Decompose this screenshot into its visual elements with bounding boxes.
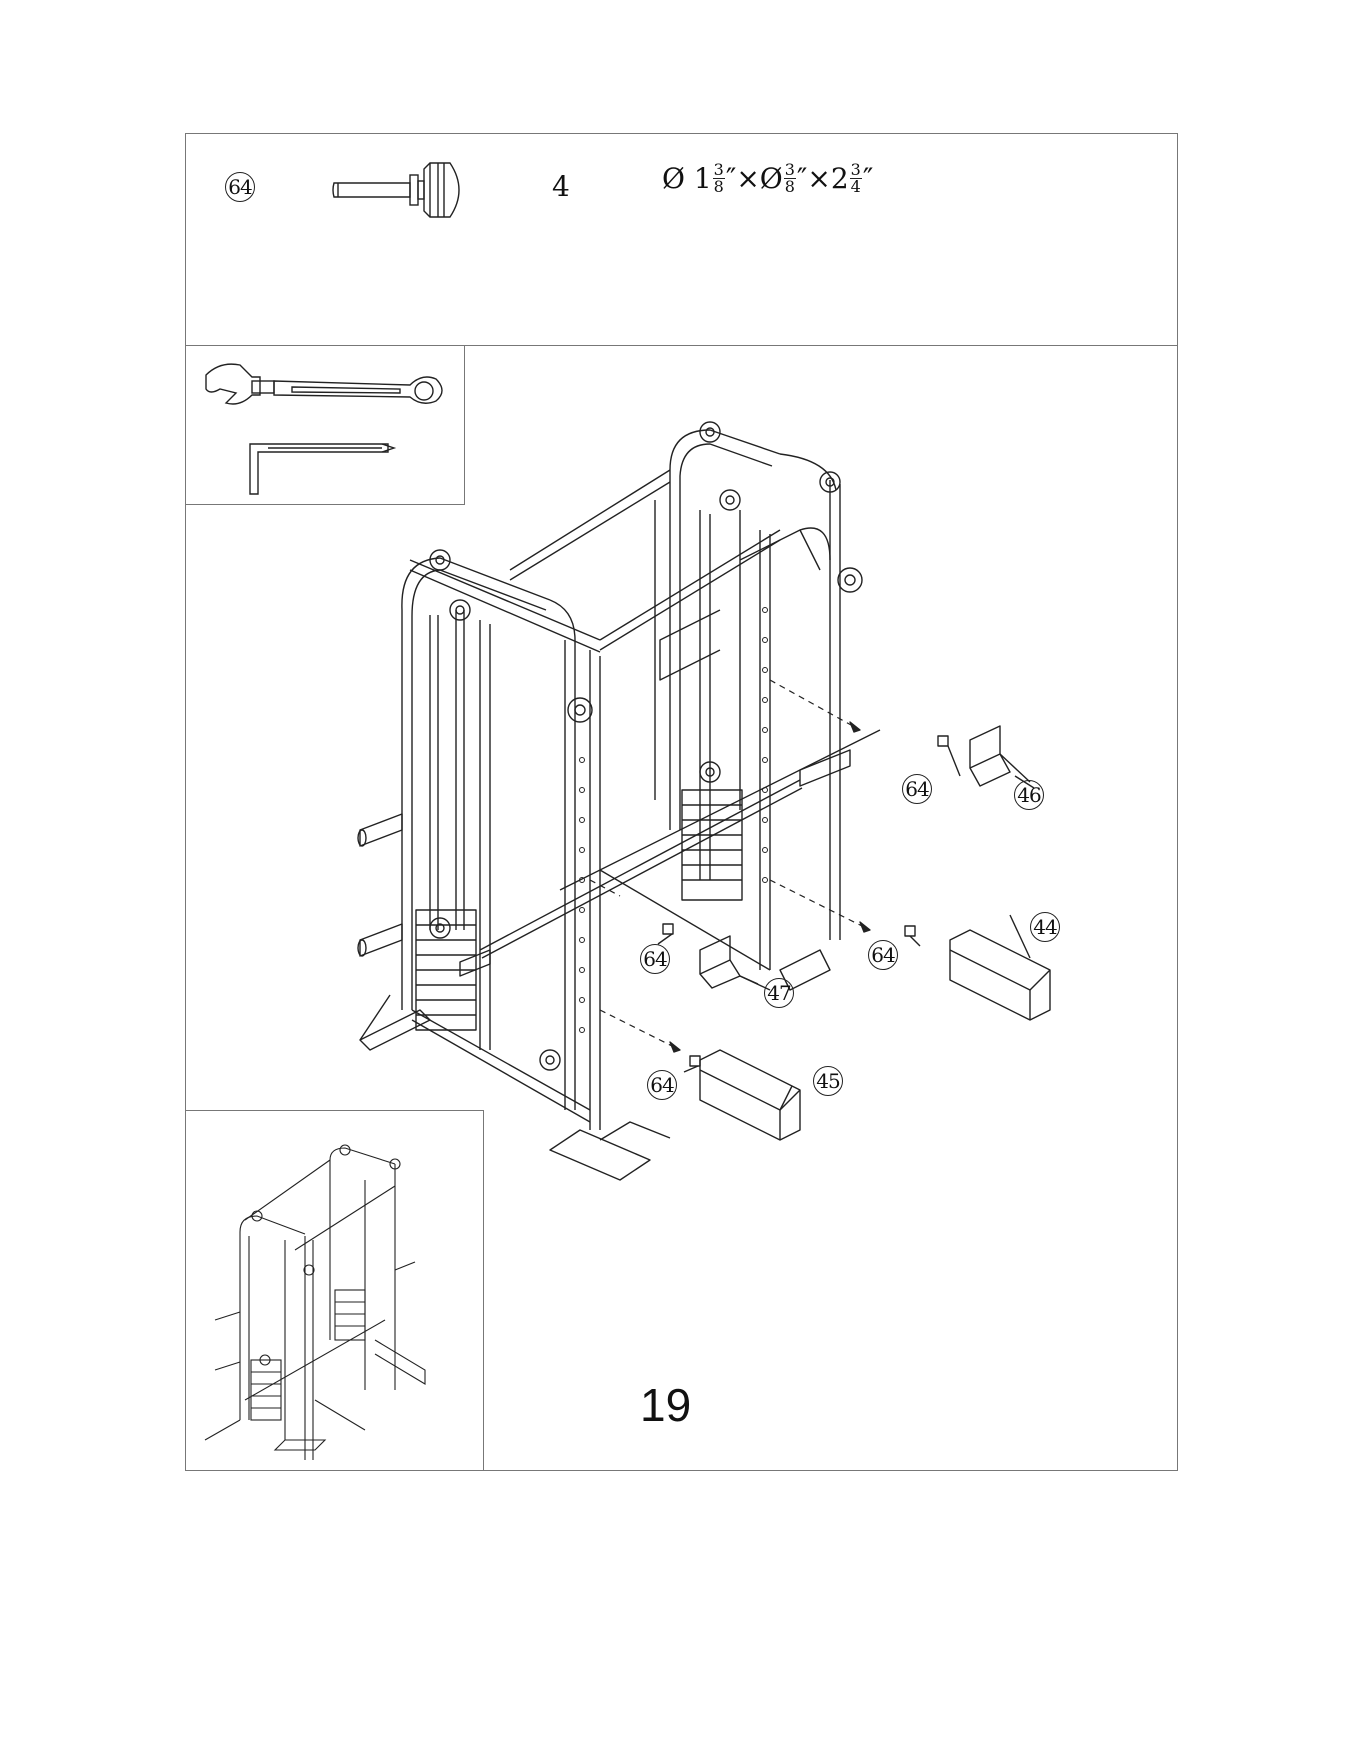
part-quantity: 4	[552, 170, 570, 203]
page-number: 19	[640, 1378, 691, 1432]
callout-64-a: 64	[902, 774, 932, 804]
dim-d1-den: 8	[714, 179, 724, 195]
callout-64-d: 64	[647, 1070, 677, 1100]
adjustable-wrench-icon	[200, 355, 450, 415]
assembly-diagram	[360, 410, 1080, 1190]
callout-64-c: 64	[640, 944, 670, 974]
dim-len-fraction: 3 4	[850, 162, 862, 195]
part-dimension: Ø 1 3 8 ″×Ø 3 8 ″×2 3 4 ″	[662, 162, 873, 195]
dim-d2-den: 8	[785, 179, 795, 195]
dim-len-unit: ″	[863, 162, 873, 195]
callout-46: 46	[1014, 780, 1044, 810]
callout-45: 45	[813, 1066, 843, 1096]
callout-64-b: 64	[868, 940, 898, 970]
dim-d2-fraction: 3 8	[784, 162, 796, 195]
part-number-callout: 64	[225, 172, 255, 202]
dim-d1-fraction: 3 8	[713, 162, 725, 195]
dim-d2-unit: ″×2	[797, 162, 849, 195]
dim-d1-unit: ″×Ø	[726, 162, 783, 195]
callout-47: 47	[764, 978, 794, 1008]
completed-assembly-thumbnail	[205, 1140, 455, 1450]
callout-44: 44	[1030, 912, 1060, 942]
dim-len-den: 4	[851, 179, 861, 195]
pin-knob-icon	[330, 155, 470, 225]
dim-d1-prefix: Ø 1	[662, 162, 712, 195]
